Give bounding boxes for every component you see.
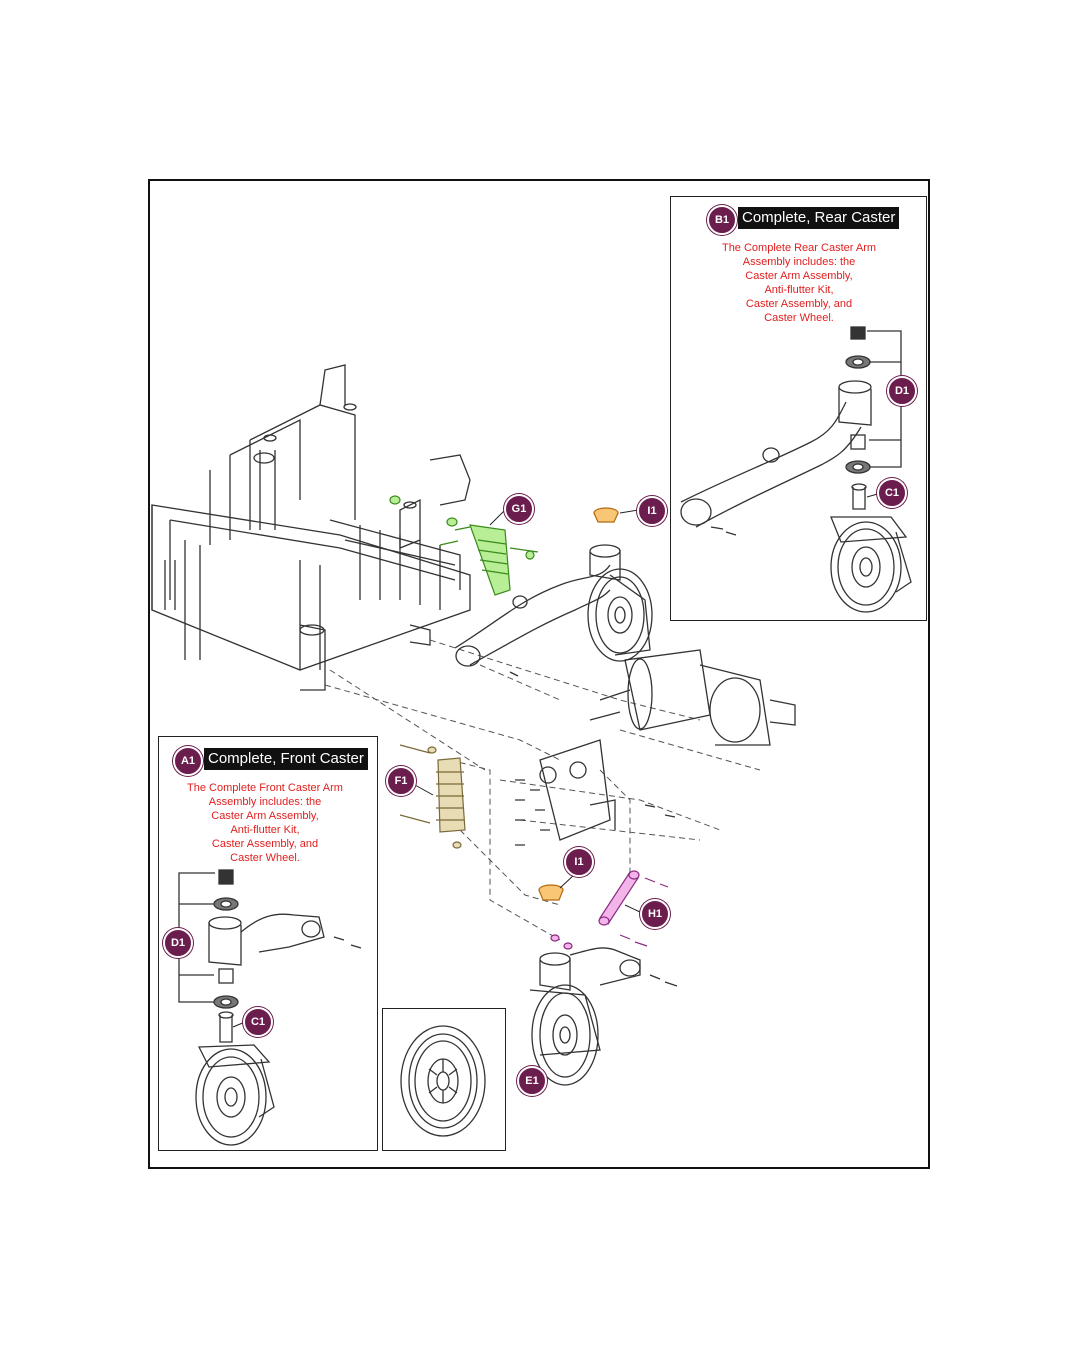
- description-line: The Complete Front Caster Arm: [187, 782, 343, 794]
- wheel-e1-badge: E1: [517, 1066, 547, 1096]
- link-arm-drawing: [550, 870, 669, 950]
- wheel-panel: [382, 1008, 506, 1151]
- description-line: Caster Assembly, and: [211, 838, 319, 850]
- rear-shock-drawing: [389, 495, 539, 596]
- description-line: Caster Wheel.: [230, 852, 300, 864]
- description-line: Caster Arm Assembly,: [211, 810, 319, 822]
- description-line: Assembly includes: the: [208, 796, 322, 808]
- description-line: Caster Assembly, and: [745, 298, 853, 310]
- rear-bushing-i1-badge: I1: [637, 496, 667, 526]
- front-caster-panel: A1 Complete, Front Caster The Complete F…: [158, 736, 378, 1151]
- rear-caster-panel: B1 Complete, Rear Caster The Complete Re…: [670, 196, 927, 621]
- rear-caster-arm-drawing: [454, 544, 653, 677]
- rear-caster-panel-art: [680, 326, 912, 613]
- mounting-bracket-drawing: [515, 739, 676, 846]
- bushing-drawing: [538, 507, 619, 901]
- description-line: Caster Arm Assembly,: [745, 270, 853, 282]
- wheel-panel-art: [400, 1025, 486, 1137]
- rear-caster-badge: B1: [707, 205, 737, 235]
- rear-shock-g1-badge: G1: [504, 494, 534, 524]
- front-caster-arm-drawing: [529, 947, 678, 1086]
- front-caster-badge: A1: [173, 746, 203, 776]
- description-line: Anti-flutter Kit,: [764, 284, 834, 296]
- description-line: Assembly includes: the: [742, 256, 856, 268]
- rear-d1-badge: D1: [887, 376, 917, 406]
- link-arm-h1-badge: H1: [640, 899, 670, 929]
- rear-caster-description: The Complete Rear Caster Arm Assembly in…: [699, 241, 899, 325]
- description-line: Anti-flutter Kit,: [230, 824, 300, 836]
- motor-drawing: [589, 649, 796, 746]
- rear-caster-title: Complete, Rear Caster: [738, 207, 900, 229]
- description-line: Caster Wheel.: [764, 312, 834, 324]
- front-caster-description: The Complete Front Caster Arm Assembly i…: [165, 781, 365, 865]
- front-caster-panel-art: [178, 869, 362, 1146]
- rear-c1-badge: C1: [877, 478, 907, 508]
- front-shock-f1-badge: F1: [386, 766, 416, 796]
- base-frame-drawing: [151, 364, 471, 691]
- front-bushing-i1-badge: I1: [564, 847, 594, 877]
- front-c1-badge: C1: [243, 1007, 273, 1037]
- front-d1-badge: D1: [163, 928, 193, 958]
- description-line: The Complete Rear Caster Arm: [721, 242, 877, 254]
- front-caster-title: Complete, Front Caster: [204, 748, 368, 770]
- front-shock-drawing: [399, 744, 466, 849]
